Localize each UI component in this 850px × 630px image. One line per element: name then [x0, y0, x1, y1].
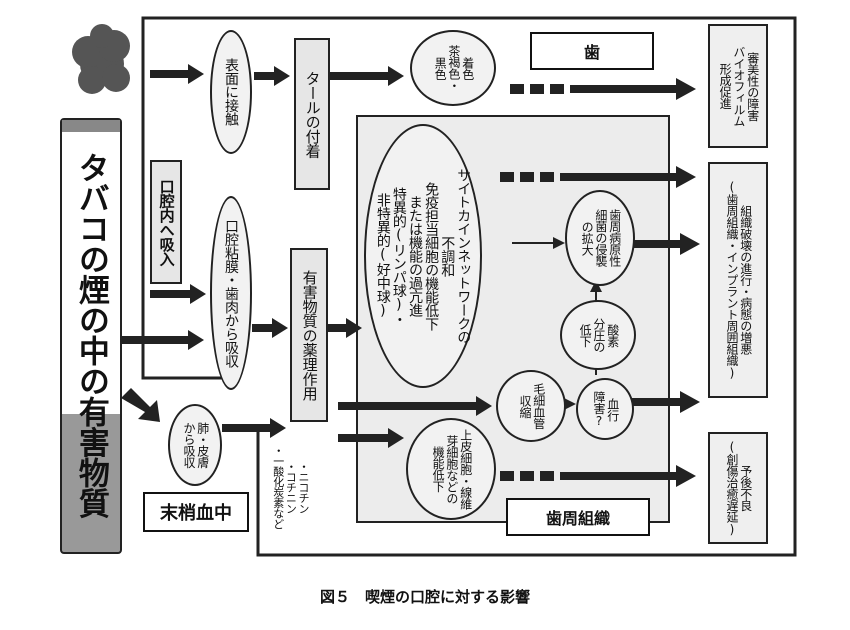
outer-frame: [141, 16, 797, 557]
branch-line: [141, 105, 228, 380]
epithelial-oval: 上皮細胞・線維 芽細胞などの 機能低下: [406, 418, 496, 520]
diag-arrow: [121, 388, 160, 422]
outcome-aesthetic: 審美性の障害 バイオフィルム 形成促進: [708, 24, 768, 148]
cigarette-label: タバコの煙の中の有害物質: [72, 152, 109, 518]
figure-caption: 図５ 喫煙の口腔に対する影響: [319, 588, 530, 606]
cigarette-icon: [60, 118, 122, 554]
oral-intake-box: 口腔内へ吸入: [150, 160, 182, 284]
pharmacology-box: 有害物質の薬理作用: [290, 248, 328, 422]
arrow-pharm-to-epithelial: [338, 428, 406, 448]
mucosa-absorption-oval: 口腔粘膜・歯肉から吸収: [210, 196, 252, 390]
bacteria-invasion-oval: 歯周病原性 細菌の侵襲 の拡大: [565, 190, 635, 286]
surface-contact-oval: 表面に接触: [210, 30, 252, 154]
arrow-lung-to-pharm: [222, 418, 288, 438]
long-arrows: [560, 78, 700, 487]
arrow-tar-to-stain: [330, 66, 406, 86]
oxygen-pressure-oval: 酸素 分圧の 低下: [560, 300, 636, 370]
arrow-mucosa-to-pharm: [252, 318, 288, 338]
arrow-surface-to-tar: [254, 66, 290, 86]
tar-adhesion-box: タールの付着: [294, 38, 330, 190]
dash-marks: [500, 84, 564, 481]
arrow-pharm-to-capillary: [338, 396, 494, 416]
blood-flow-oval: 血行 障害?: [576, 378, 634, 440]
lung-skin-oval: 肺・皮膚 から吸収: [168, 404, 222, 486]
capillary-oval: 毛細血管 収縮: [496, 370, 566, 442]
arrow-cig-to-branch: [122, 330, 206, 350]
tooth-box: 歯: [530, 32, 654, 70]
cigarette-tip: [62, 120, 120, 132]
outcome-tissue-destruction: 組織破壊の進行・病態の増悪 (歯周組織・インプラント周囲組織): [708, 162, 768, 398]
arrow-to-surface: [150, 64, 204, 84]
substances-text: ・ニコチン ・コチニン ・一酸化炭素など: [271, 445, 310, 529]
arrow-pharm-to-immune: [328, 318, 362, 338]
arrow-to-mucosa: [150, 284, 206, 304]
outcome-prognosis: 予後不良 (創傷治癒遅延): [708, 432, 768, 544]
stain-oval: 着色 茶褐色・ 黒色: [410, 30, 496, 106]
immune-oval: サイトカインネットワークの 不調和 免疫担当細胞の機能低下 または機能の過亢進 …: [364, 124, 482, 388]
periodontal-tissue-box: 歯周組織: [506, 498, 650, 536]
peripheral-blood-box: 末梢血中: [143, 492, 249, 532]
smoke-icon: [72, 24, 130, 94]
